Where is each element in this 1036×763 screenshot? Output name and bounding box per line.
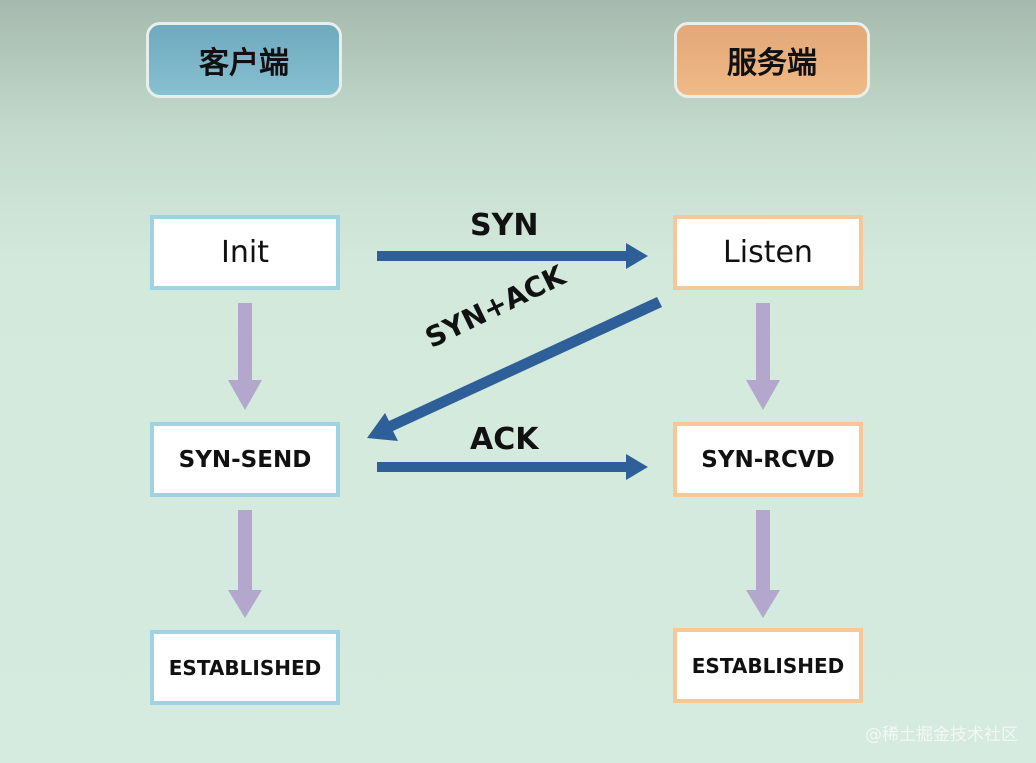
server-state-syn-rcvd: SYN-RCVD <box>673 422 863 497</box>
server-state-arrow-1 <box>746 303 780 410</box>
syn-ack-arrow <box>367 297 662 441</box>
server-state-established: ESTABLISHED <box>673 628 863 703</box>
client-state-init: Init <box>150 215 340 290</box>
client-state-arrow-1 <box>228 303 262 410</box>
watermark: @稀土掘金技术社区 <box>865 725 1018 745</box>
client-state-syn-send: SYN-SEND <box>150 422 340 497</box>
ack-arrow <box>377 454 648 480</box>
syn-arrow <box>377 243 648 269</box>
server-header: 服务端 <box>674 22 870 98</box>
server-state-arrow-2 <box>746 510 780 618</box>
server-state-listen: Listen <box>673 215 863 290</box>
client-state-established: ESTABLISHED <box>150 630 340 705</box>
client-state-arrow-2 <box>228 510 262 618</box>
ack-label: ACK <box>470 422 539 457</box>
syn-label: SYN <box>470 208 539 243</box>
client-header: 客户端 <box>146 22 342 98</box>
